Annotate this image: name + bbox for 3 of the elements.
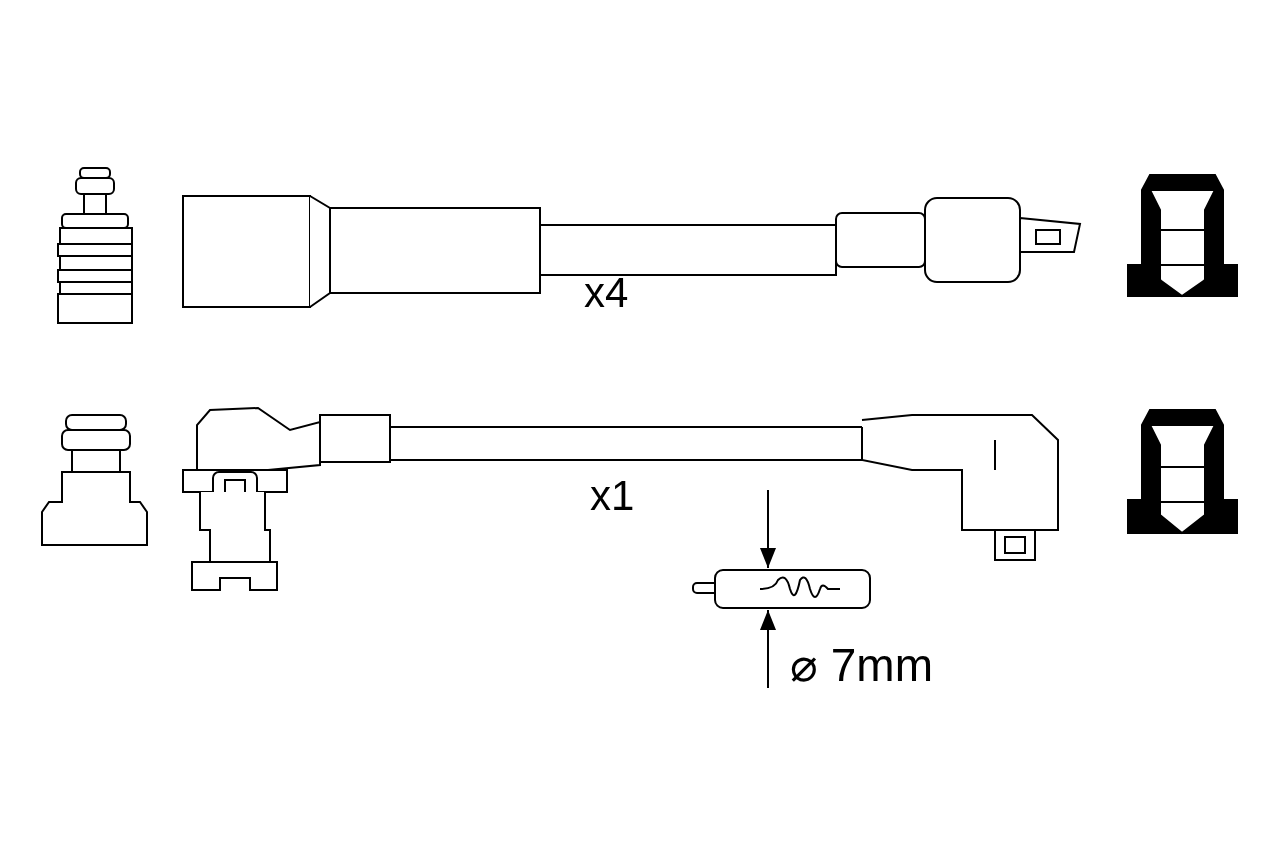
quantity-label: x1 <box>590 475 635 517</box>
dimension-label: ⌀ 7mm <box>790 642 933 688</box>
quantity-label: x4 <box>584 272 629 314</box>
